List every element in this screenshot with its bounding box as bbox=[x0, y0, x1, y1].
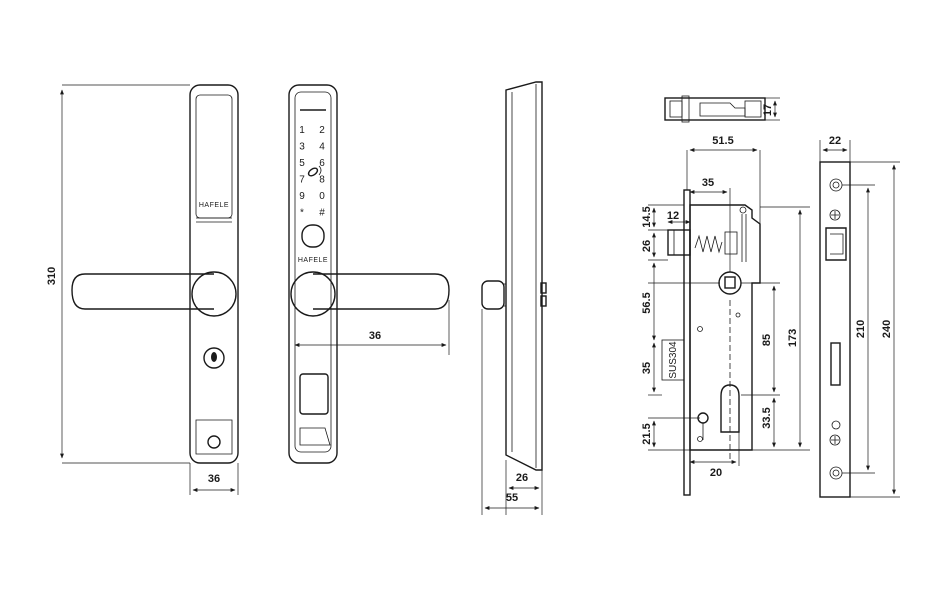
dim-26: 26 bbox=[641, 240, 653, 252]
battery-cover bbox=[299, 373, 329, 415]
front-escutcheon-view: HAFELE 310 36 bbox=[46, 84, 239, 495]
dim-56-5: 56.5 bbox=[641, 292, 653, 313]
lever-handle-keypad bbox=[313, 273, 450, 310]
dim-33-5: 33.5 bbox=[761, 407, 773, 428]
dim-face-240: 240 bbox=[881, 320, 893, 338]
keypad-escutcheon-view: 1 2 3 4 5 6 7 8 9 0 * # HAFELE 36 bbox=[288, 84, 450, 464]
keypad-key: 1 bbox=[299, 125, 305, 136]
brand-label-keypad: HAFELE bbox=[298, 257, 328, 264]
keypad-key: 3 bbox=[299, 142, 305, 153]
faceplate-screw-icon bbox=[829, 209, 841, 221]
keypad-key: 2 bbox=[319, 125, 325, 136]
dim-handle-reach: 36 bbox=[369, 330, 381, 342]
dim-face-22: 22 bbox=[829, 135, 841, 147]
dim-backset-35: 35 bbox=[702, 177, 714, 189]
screw-icon bbox=[207, 435, 221, 449]
brand-label-front: HAFELE bbox=[199, 202, 229, 209]
keypad-key: 0 bbox=[319, 191, 325, 202]
material-label: SUS304 bbox=[668, 341, 679, 379]
dim-21-5: 21.5 bbox=[641, 423, 653, 444]
dim-face-210: 210 bbox=[855, 320, 867, 338]
dim-front-width: 36 bbox=[208, 473, 220, 485]
keypad-key: 8 bbox=[319, 175, 325, 186]
dim-top-17: 17 bbox=[762, 104, 774, 116]
fingerprint-button-icon bbox=[301, 224, 325, 248]
keypad-key: 6 bbox=[319, 158, 325, 169]
keypad-key: * bbox=[300, 208, 304, 219]
dim-side-55: 55 bbox=[506, 492, 518, 504]
dim-12: 12 bbox=[667, 210, 679, 222]
keypad-key: # bbox=[319, 208, 325, 219]
dim-35-low: 35 bbox=[641, 362, 653, 374]
keypad-key: 7 bbox=[299, 175, 305, 186]
card-reader-icon bbox=[307, 165, 322, 177]
lever-handle-front bbox=[71, 273, 214, 310]
keypad-key: 4 bbox=[319, 142, 325, 153]
mortise-body-view: SUS304 51.5 35 12 14.5 26 56.5 35 bbox=[641, 135, 810, 496]
keyhole-cover-icon bbox=[203, 347, 225, 369]
dim-173: 173 bbox=[787, 329, 799, 347]
keypad-key: 9 bbox=[299, 191, 305, 202]
keypad-keys: 1 2 3 4 5 6 7 8 9 0 * # bbox=[299, 125, 325, 219]
keypad-key: 5 bbox=[299, 158, 305, 169]
side-profile-view: 26 55 bbox=[481, 81, 547, 515]
mortise-top-view: 17 bbox=[664, 95, 780, 123]
dim-20: 20 bbox=[710, 467, 722, 479]
dim-85: 85 bbox=[761, 334, 773, 346]
faceplate-view: 22 210 240 bbox=[819, 135, 900, 498]
dim-body-51-5: 51.5 bbox=[712, 135, 733, 147]
dim-side-26: 26 bbox=[516, 472, 528, 484]
dim-front-height: 310 bbox=[46, 267, 58, 285]
dim-14-5: 14.5 bbox=[641, 206, 653, 227]
